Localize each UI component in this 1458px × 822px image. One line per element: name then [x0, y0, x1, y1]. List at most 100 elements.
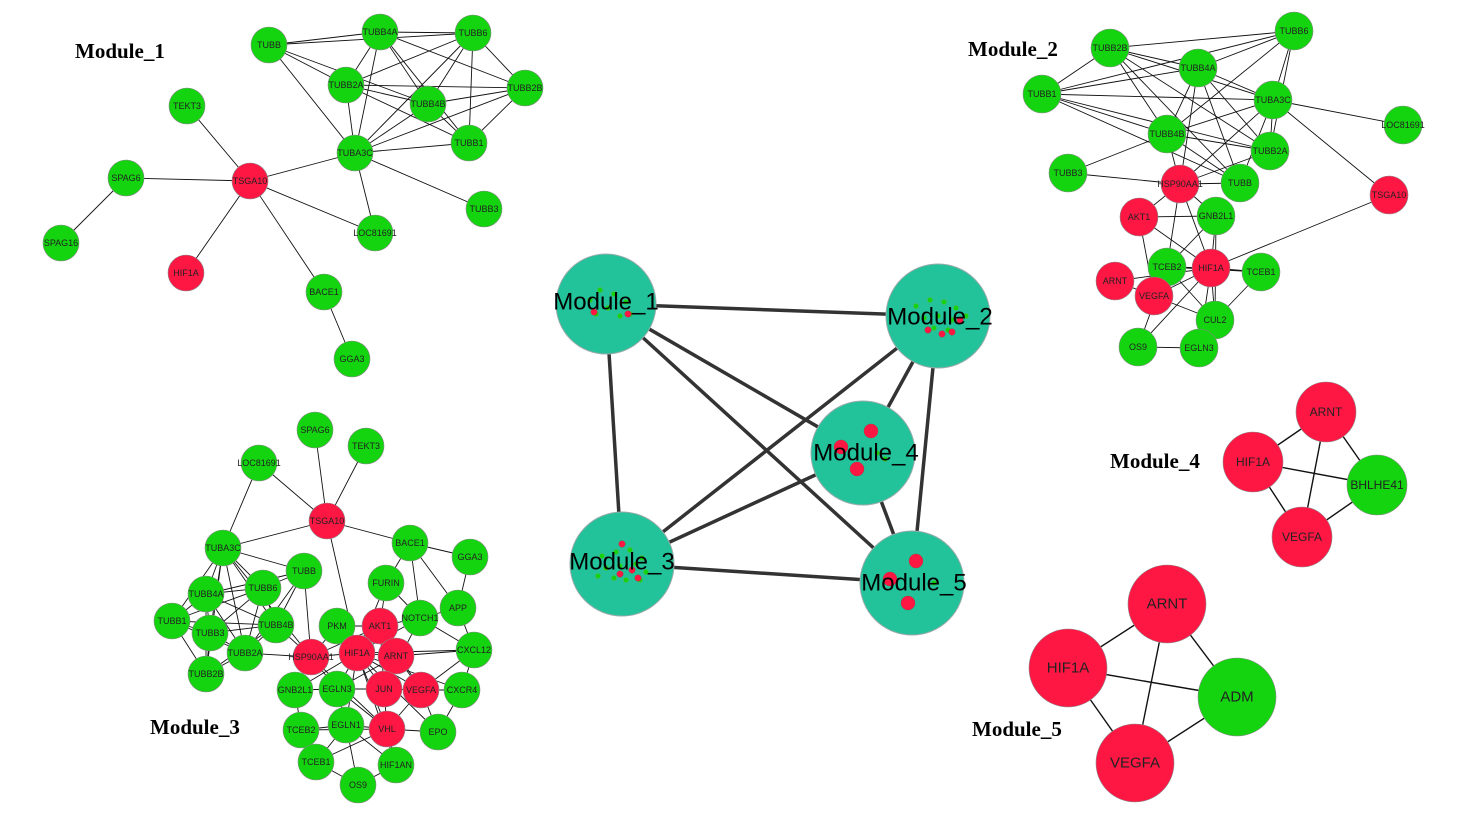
node-tubb4a[interactable]: TUBB4A	[1178, 48, 1218, 88]
node-arnt[interactable]: ARNT	[1127, 564, 1207, 644]
node-hsp90aa1[interactable]: HSP90AA1	[288, 638, 334, 676]
node-circle	[204, 529, 242, 567]
node-tubb1[interactable]: TUBB1	[450, 124, 488, 162]
mini-seed-node	[900, 595, 916, 611]
node-tubb4b[interactable]: TUBB4B	[1147, 114, 1187, 154]
node-tubb6[interactable]: TUBB6	[1274, 11, 1314, 51]
node-hif1a[interactable]: HIF1A	[167, 254, 205, 292]
node-tsga10[interactable]: TSGA10	[308, 502, 346, 540]
node-tubb6[interactable]: TUBB6	[454, 14, 492, 52]
node-tuba3c[interactable]: TUBA3C	[336, 134, 374, 172]
node-tuba3c[interactable]: TUBA3C	[204, 529, 242, 567]
edge-tubb4a-tubb2b	[379, 31, 526, 89]
node-vegfa[interactable]: VEGFA	[402, 671, 440, 709]
node-tceb2[interactable]: TCEB2	[1147, 247, 1187, 287]
node-circle	[419, 713, 457, 751]
node-os9[interactable]: OS9	[1118, 327, 1158, 367]
node-vhl[interactable]: VHL	[368, 710, 406, 748]
node-vegfa[interactable]: VEGFA	[1271, 506, 1333, 568]
node-hif1a[interactable]: HIF1A	[1191, 248, 1231, 288]
node-app[interactable]: APP	[439, 589, 477, 627]
node-egln3[interactable]: EGLN3	[1179, 328, 1219, 368]
node-loc81691[interactable]: LOC81691	[1381, 105, 1425, 145]
node-hif1a[interactable]: HIF1A	[1028, 628, 1108, 708]
node-tubb2a[interactable]: TUBB2A	[1250, 131, 1290, 171]
node-hif1a[interactable]: HIF1A	[1222, 431, 1284, 493]
node-vegfa[interactable]: VEGFA	[1134, 276, 1174, 316]
node-tubb6[interactable]: TUBB6	[244, 569, 282, 607]
node-vegfa[interactable]: VEGFA	[1095, 723, 1175, 803]
hub-node-module-2[interactable]: Module_2	[885, 263, 993, 369]
node-furin[interactable]: FURIN	[367, 564, 405, 602]
node-tubb3[interactable]: TUBB3	[191, 614, 229, 652]
node-tekt3[interactable]: TEKT3	[168, 87, 206, 125]
node-tubb3[interactable]: TUBB3	[465, 190, 503, 228]
node-tubb[interactable]: TUBB	[285, 552, 323, 590]
node-akt1[interactable]: AKT1	[1119, 197, 1159, 237]
node-gnb2l1[interactable]: GNB2L1	[276, 671, 314, 709]
node-hif1an[interactable]: HIF1AN	[377, 746, 415, 784]
node-arnt[interactable]: ARNT	[377, 637, 415, 675]
node-gga3[interactable]: GGA3	[333, 340, 371, 378]
node-arnt[interactable]: ARNT	[1295, 381, 1357, 443]
node-tubb4a[interactable]: TUBB4A	[187, 575, 225, 613]
node-epo[interactable]: EPO	[419, 713, 457, 751]
node-bace1[interactable]: BACE1	[391, 524, 429, 562]
node-circle	[336, 134, 374, 172]
mini-seed-node	[908, 553, 924, 569]
node-tceb2[interactable]: TCEB2	[282, 711, 320, 749]
node-tubb4b[interactable]: TUBB4B	[257, 606, 295, 644]
node-egln3[interactable]: EGLN3	[318, 670, 356, 708]
node-loc81691[interactable]: LOC81691	[353, 214, 397, 252]
node-spag6[interactable]: SPAG6	[107, 159, 145, 197]
node-label: GGA3	[457, 552, 482, 562]
node-bace1[interactable]: BACE1	[305, 273, 343, 311]
node-jun[interactable]: JUN	[365, 670, 403, 708]
node-tubb2b[interactable]: TUBB2B	[1090, 28, 1130, 68]
node-egln1[interactable]: EGLN1	[327, 706, 365, 744]
node-tubb[interactable]: TUBB	[250, 26, 288, 64]
node-tubb[interactable]: TUBB	[1220, 163, 1260, 203]
hub-node-module-5[interactable]: Module_5	[859, 530, 967, 636]
node-spag16[interactable]: SPAG16	[42, 224, 80, 262]
node-tubb2b[interactable]: TUBB2B	[187, 655, 225, 693]
hub-node-module-3[interactable]: Module_3	[569, 511, 675, 617]
node-circle	[356, 214, 394, 252]
hub-node-module-1[interactable]: Module_1	[553, 253, 659, 355]
node-arnt[interactable]: ARNT	[1095, 261, 1135, 301]
node-tekt3[interactable]: TEKT3	[347, 427, 385, 465]
node-adm[interactable]: ADM	[1197, 657, 1277, 737]
node-gnb2l1[interactable]: GNB2L1	[1196, 196, 1236, 236]
node-tubb1[interactable]: TUBB1	[1022, 74, 1062, 114]
node-akt1[interactable]: AKT1	[361, 607, 399, 645]
node-tuba3c[interactable]: TUBA3C	[1253, 80, 1293, 120]
node-tceb1[interactable]: TCEB1	[297, 743, 335, 781]
node-gga3[interactable]: GGA3	[451, 538, 489, 576]
node-os9[interactable]: OS9	[339, 766, 377, 804]
node-loc81691[interactable]: LOC81691	[237, 444, 281, 482]
node-tceb1[interactable]: TCEB1	[1241, 252, 1281, 292]
mini-partner-node	[623, 577, 629, 583]
node-tubb4b[interactable]: TUBB4B	[409, 85, 447, 123]
node-tubb3[interactable]: TUBB3	[1048, 153, 1088, 193]
node-tubb4a[interactable]: TUBB4A	[361, 13, 399, 51]
node-tubb2b[interactable]: TUBB2B	[506, 69, 544, 107]
node-label: BHLHE41	[1350, 478, 1404, 492]
node-spag6[interactable]: SPAG6	[296, 411, 334, 449]
node-cxcl12[interactable]: CXCL12	[455, 631, 493, 669]
node-tubb2a[interactable]: TUBB2A	[327, 66, 365, 104]
node-label: TUBB	[1228, 178, 1252, 188]
node-hif1a[interactable]: HIF1A	[338, 634, 376, 672]
node-notch1[interactable]: NOTCH1	[401, 599, 439, 637]
node-pkm[interactable]: PKM	[318, 607, 356, 645]
node-tubb2a[interactable]: TUBB2A	[226, 634, 264, 672]
node-tubb1[interactable]: TUBB1	[153, 602, 191, 640]
node-tsga10[interactable]: TSGA10	[231, 162, 269, 200]
node-hsp90aa1[interactable]: HSP90AA1	[1157, 164, 1203, 204]
mini-partner-node	[913, 303, 919, 309]
node-tsga10[interactable]: TSGA10	[1369, 175, 1409, 215]
hub-node-module-4[interactable]: Module_4	[810, 400, 919, 506]
node-cxcr4[interactable]: CXCR4	[443, 671, 481, 709]
node-bhlhe41[interactable]: BHLHE41	[1346, 454, 1408, 516]
